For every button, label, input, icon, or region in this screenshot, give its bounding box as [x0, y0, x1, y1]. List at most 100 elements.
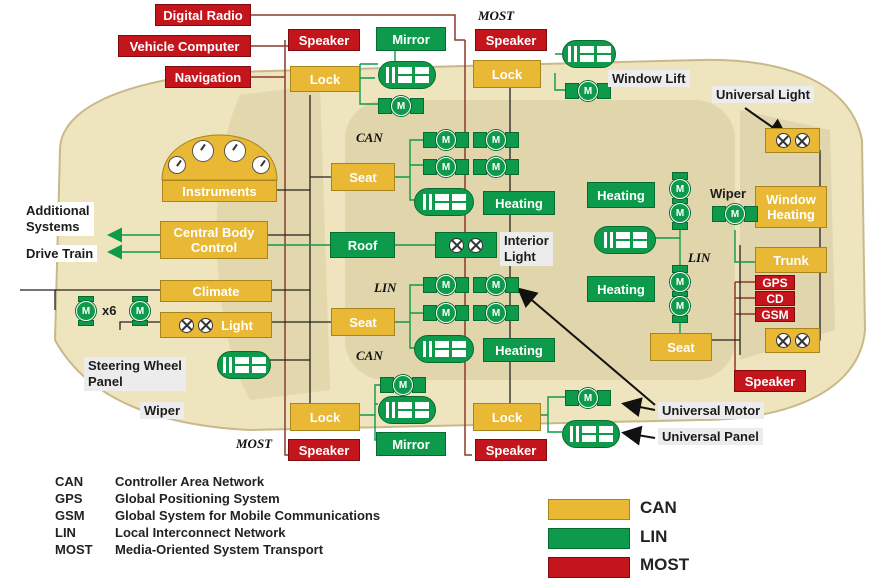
lamp-icon [468, 237, 483, 253]
additional-systems-label: Additional Systems [22, 202, 94, 236]
mirror-rear: Mirror [376, 432, 446, 456]
abbr-full: Global Positioning System [115, 491, 280, 506]
heating-back-bottom: Heating [587, 276, 655, 302]
legend-swatch-lin [548, 528, 630, 549]
interior-light-lamps [435, 232, 497, 258]
motor-icon: M [565, 81, 611, 101]
motor-icon: M [380, 375, 426, 395]
legend-swatch-can [548, 499, 630, 520]
legend-label-can: CAN [640, 498, 677, 517]
speaker-front-left: Speaker [288, 29, 360, 51]
lock-front-left: Lock [290, 66, 360, 92]
heating-back-top: Heating [587, 182, 655, 208]
motor-icon: M [423, 303, 469, 323]
instruments-dome [161, 134, 278, 181]
universal-light-lamps [765, 128, 820, 153]
motor-icon: M [473, 130, 519, 150]
climate-unit: Climate [160, 280, 272, 302]
rear-lamps [765, 328, 820, 353]
motor-icon: M [423, 130, 469, 150]
lamp-icon [198, 317, 214, 333]
lock-rear-right: Lock [473, 403, 541, 431]
panel-icon [378, 396, 436, 424]
seat-front: Seat [331, 163, 395, 191]
drive-train-label: Drive Train [22, 245, 98, 262]
speaker-rear-right: Speaker [475, 439, 547, 461]
seat-rear: Seat [331, 308, 395, 336]
motor-icon: M [473, 157, 519, 177]
motor-icon: M [423, 275, 469, 295]
wiper-motor-icon: M [712, 204, 758, 224]
motor-icon: M [423, 157, 469, 177]
abbr-code: CAN [55, 474, 84, 489]
instruments-unit: Instruments [162, 180, 277, 202]
universal-motor-label: Universal Motor [658, 402, 765, 419]
abbr-code: LIN [55, 525, 76, 540]
lamp-icon [775, 133, 791, 148]
abbr-full: Media-Oriented System Transport [115, 542, 324, 557]
abbr-full: Local Interconnect Network [115, 525, 286, 540]
universal-light-label: Universal Light [712, 86, 814, 103]
speaker-rear-left: Speaker [288, 439, 360, 461]
lamp-icon [794, 133, 810, 148]
bus-tag-most-top: MOST [478, 8, 515, 23]
motor-icon: M [473, 303, 519, 323]
bus-tag-can-bottom: CAN [356, 348, 383, 363]
wiper-label-front: Wiper [140, 402, 184, 419]
digital-radio-unit: Digital Radio [155, 4, 251, 26]
lock-front-right: Lock [473, 60, 541, 88]
motor-icon: M [473, 275, 519, 295]
panel-icon [594, 226, 656, 254]
wiper-label-rear: Wiper [710, 186, 746, 201]
motor-icon: M [378, 96, 424, 116]
panel-icon [414, 335, 474, 363]
steering-wheel-panel-label: Steering Wheel Panel [84, 357, 186, 391]
steering-wheel-panel-icon [217, 351, 271, 379]
speaker-rear: Speaker [734, 370, 806, 392]
panel-icon [414, 188, 474, 216]
window-heating-unit: Window Heating [755, 186, 827, 228]
window-lift-label: Window Lift [608, 70, 690, 87]
panel-icon [378, 61, 436, 89]
universal-panel-label: Universal Panel [658, 428, 763, 445]
light-unit: Light [160, 312, 272, 338]
abbr-code: GSM [55, 508, 85, 523]
seat-motor-left: M [76, 296, 96, 326]
roof-unit: Roof [330, 232, 395, 258]
cd-unit: CD [755, 291, 795, 306]
central-body-control-unit: Central Body Control [160, 221, 268, 259]
vehicle-computer-unit: Vehicle Computer [118, 35, 251, 57]
bus-tag-lin-front: LIN [374, 280, 397, 295]
abbr-full: Controller Area Network [115, 474, 265, 489]
gauge-icon [168, 156, 186, 174]
seat-back: Seat [650, 333, 712, 361]
interior-light-label: Interior Light [500, 232, 553, 266]
heating-rear-seat: Heating [483, 338, 555, 362]
lamp-icon [449, 237, 464, 253]
gps-unit: GPS [755, 275, 795, 290]
trunk-unit: Trunk [755, 247, 827, 273]
navigation-unit: Navigation [165, 66, 251, 88]
light-label: Light [221, 317, 253, 333]
abbr-code: GPS [55, 491, 83, 506]
legend-label-lin: LIN [640, 527, 668, 546]
lock-rear-left: Lock [290, 403, 360, 431]
gauge-icon [224, 140, 246, 162]
abbr-code: MOST [55, 542, 93, 557]
legend-label-most: MOST [640, 555, 690, 574]
mirror-front: Mirror [376, 27, 446, 51]
abbr-full: Global System for Mobile Communications [115, 508, 381, 523]
bus-tag-lin-back: LIN [688, 250, 711, 265]
lamp-icon [775, 333, 791, 348]
bus-tag-can-top: CAN [356, 130, 383, 145]
lamp-icon [179, 317, 195, 333]
universal-panel-icon [562, 420, 620, 448]
universal-motor-icon: M [565, 388, 611, 408]
speaker-front-right: Speaker [475, 29, 547, 51]
x6-label: x6 [102, 303, 117, 318]
seat-motor-right: M [130, 296, 150, 326]
lamp-icon [794, 333, 810, 348]
bus-tag-most-bottom: MOST [236, 436, 273, 451]
